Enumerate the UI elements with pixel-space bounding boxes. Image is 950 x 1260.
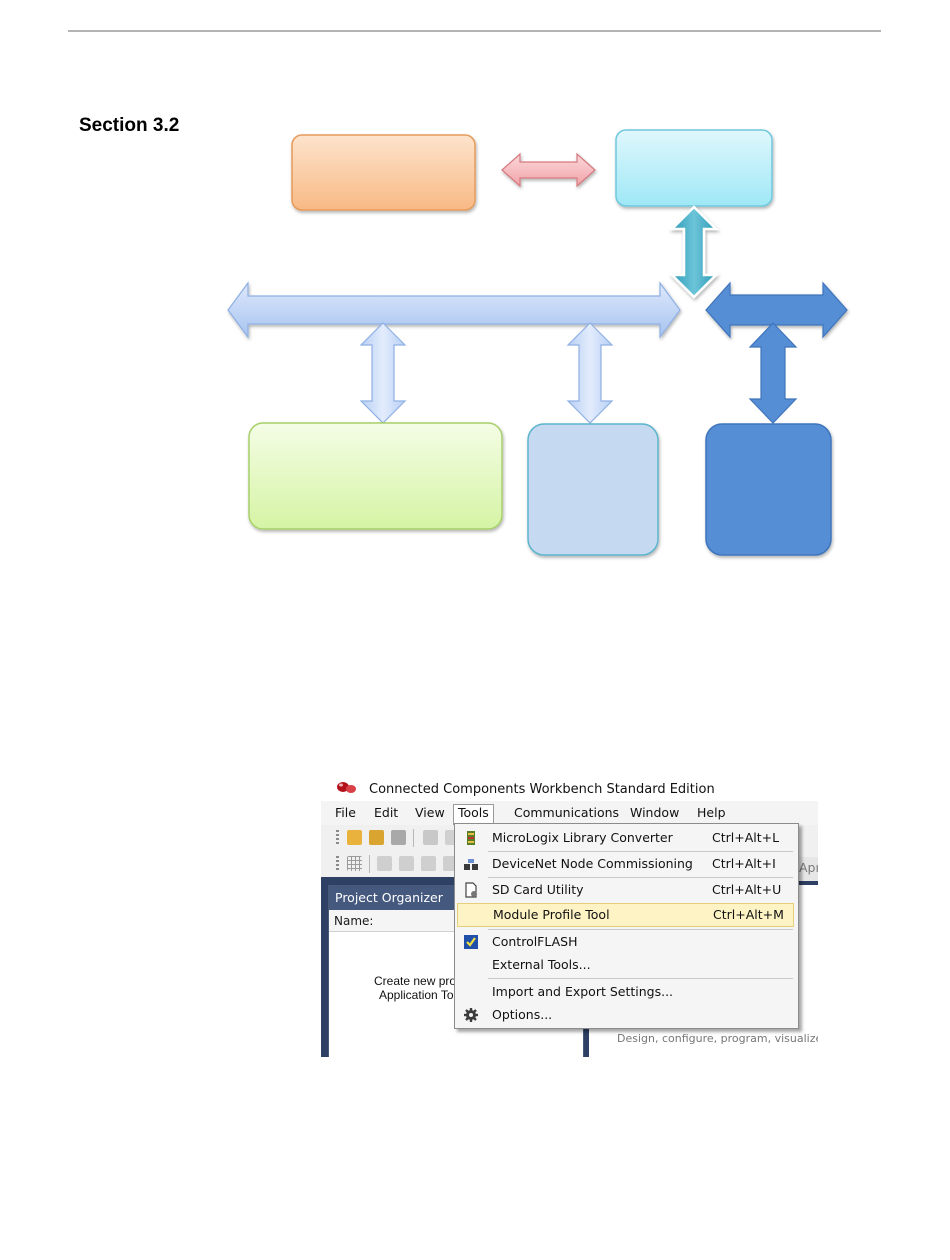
menu-tools[interactable]: Tools — [453, 804, 494, 825]
menu-item-label: Options... — [492, 1007, 553, 1022]
align-left-icon[interactable] — [377, 856, 392, 871]
menu-item-label: Module Profile Tool — [493, 907, 610, 922]
menu-separator — [488, 851, 793, 852]
orange-block — [291, 134, 476, 211]
empty-project-message-line2: Application Toc — [379, 988, 460, 1002]
menu-item-external-tools[interactable]: External Tools... — [457, 953, 794, 977]
app-title: Connected Components Workbench Standard … — [369, 782, 715, 797]
devicenet-icon — [464, 859, 478, 870]
menu-item-import-export-settings[interactable]: Import and Export Settings... — [457, 980, 794, 1004]
pink-double-arrow — [501, 152, 596, 188]
toolbar-grip[interactable] — [336, 830, 339, 846]
align-top-icon[interactable] — [421, 856, 436, 871]
teal-double-arrow — [668, 205, 720, 299]
start-page-tab[interactable]: Apı — [795, 857, 818, 881]
block-diagram — [227, 129, 848, 556]
bus-connector-left — [359, 322, 407, 424]
menu-item-label: Import and Export Settings... — [492, 984, 674, 999]
menu-view[interactable]: View — [415, 805, 445, 820]
empty-project-message-line1: Create new proj — [374, 974, 459, 988]
grid-icon[interactable] — [347, 856, 362, 871]
micrologix-icon — [467, 831, 475, 845]
menu-file[interactable]: File — [335, 805, 356, 820]
bus-connector-right — [566, 322, 614, 424]
tools-dropdown-menu: MicroLogix Library Converter Ctrl+Alt+L … — [454, 823, 799, 1029]
app-screenshot: Connected Components Workbench Standard … — [321, 769, 818, 1057]
menu-item-shortcut: Ctrl+Alt+U — [712, 882, 782, 897]
menu-separator — [488, 877, 793, 878]
menu-item-label: SD Card Utility — [492, 882, 584, 897]
new-project-icon[interactable] — [347, 830, 362, 845]
menu-item-sd-card-utility[interactable]: SD Card Utility Ctrl+Alt+U — [457, 878, 794, 902]
menu-item-shortcut: Ctrl+Alt+M — [713, 907, 784, 922]
save-icon[interactable] — [391, 830, 406, 845]
green-block — [248, 422, 503, 530]
menu-item-label: External Tools... — [492, 957, 591, 972]
menu-item-shortcut: Ctrl+Alt+L — [712, 830, 780, 845]
toolbar-grip[interactable] — [336, 856, 339, 872]
menu-item-options[interactable]: Options... — [457, 1003, 794, 1027]
app-logo-icon — [337, 782, 356, 793]
menu-item-shortcut: Ctrl+Alt+I — [712, 856, 776, 871]
menu-communications[interactable]: Communications — [514, 805, 620, 820]
header-rule — [68, 30, 881, 32]
dark-blue-block — [705, 423, 832, 556]
menu-window[interactable]: Window — [630, 805, 680, 820]
cyan-block — [615, 129, 773, 207]
menu-item-module-profile-tool[interactable]: Module Profile Tool Ctrl+Alt+M — [457, 903, 794, 927]
section-title: Section 3.2 — [79, 115, 180, 136]
bus-double-arrow — [227, 281, 681, 339]
menu-item-micrologix-library-converter[interactable]: MicroLogix Library Converter Ctrl+Alt+L — [457, 826, 794, 850]
gear-icon — [464, 1008, 478, 1022]
menu-help[interactable]: Help — [697, 805, 726, 820]
toolbar-separator — [413, 829, 414, 847]
menu-item-label: DeviceNet Node Commissioning — [492, 856, 693, 871]
title-bar: Connected Components Workbench Standard … — [321, 769, 818, 801]
dark-bus-connector — [748, 322, 798, 424]
menu-item-label: ControlFLASH — [492, 934, 578, 949]
menu-edit[interactable]: Edit — [374, 805, 399, 820]
controlflash-icon — [464, 935, 478, 949]
start-page-description: Design, configure, program, visualize ar — [617, 1032, 818, 1045]
menu-separator — [488, 929, 793, 930]
cut-icon[interactable] — [423, 830, 438, 845]
menu-item-controlflash[interactable]: ControlFLASH — [457, 930, 794, 954]
menu-item-label: MicroLogix Library Converter — [492, 830, 673, 845]
align-right-icon[interactable] — [399, 856, 414, 871]
menu-bar: File Edit View Tools Communications Wind… — [321, 801, 818, 825]
menu-separator — [488, 978, 793, 979]
open-project-icon[interactable] — [369, 830, 384, 845]
sd-card-icon — [465, 882, 477, 898]
dark-bus-double-arrow — [705, 281, 848, 339]
toolbar-separator — [369, 855, 370, 873]
light-blue-block — [527, 423, 659, 556]
menu-item-devicenet-node-commissioning[interactable]: DeviceNet Node Commissioning Ctrl+Alt+I — [457, 852, 794, 876]
